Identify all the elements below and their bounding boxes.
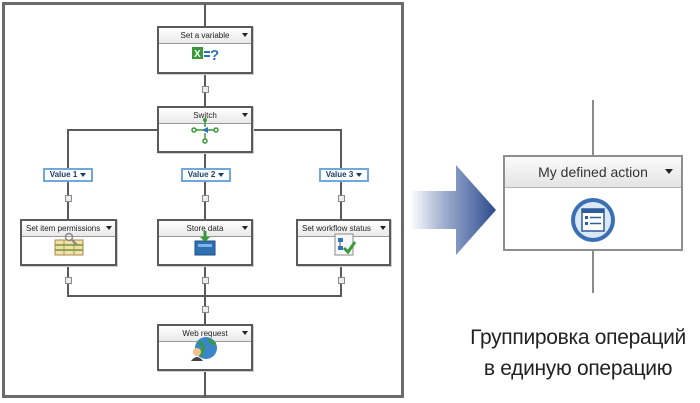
switch-action[interactable]: Switch [157, 106, 253, 153]
caption-line-2: в единую операцию [483, 357, 673, 380]
value-label: Value 1 [49, 170, 78, 179]
connector-node[interactable] [202, 277, 209, 284]
store-data-icon [159, 229, 251, 262]
action-title: My defined action [505, 157, 681, 188]
chevron-down-icon[interactable] [242, 331, 248, 335]
set-item-permissions-action[interactable]: Set item permissions [20, 219, 117, 266]
connector-node[interactable] [338, 195, 345, 202]
right-arrow-icon [410, 165, 496, 255]
svg-text:?: ? [210, 47, 219, 64]
value-3-selector[interactable]: Value 3 [319, 168, 369, 182]
chevron-down-icon[interactable] [242, 113, 248, 117]
caption-line-1: Группировка операций [470, 326, 686, 349]
connector-node[interactable] [65, 195, 72, 202]
my-defined-action-card[interactable]: My defined action [503, 155, 683, 251]
store-data-action[interactable]: Store data [157, 219, 253, 266]
connector-node[interactable] [202, 195, 209, 202]
value-1-selector[interactable]: Value 1 [43, 168, 93, 182]
permissions-icon [22, 231, 115, 262]
chevron-down-icon[interactable] [106, 226, 112, 230]
custom-action-icon [505, 195, 681, 250]
chevron-down-icon [80, 172, 87, 177]
connector-line-bottom [592, 251, 594, 293]
action-title: Set a variable [159, 28, 251, 44]
set-variable-action[interactable]: Set a variable X ? [157, 26, 253, 74]
switch-icon [159, 116, 251, 149]
action-title: Set item permissions [22, 221, 115, 237]
value-2-selector[interactable]: Value 2 [181, 168, 231, 182]
value-label: Value 3 [325, 170, 354, 179]
svg-text:X: X [194, 49, 201, 60]
connector-node[interactable] [202, 86, 209, 93]
chevron-down-icon[interactable] [665, 169, 673, 174]
variable-icon: X ? [159, 43, 251, 70]
connector-line-top [592, 100, 594, 155]
set-workflow-status-action[interactable]: Set workflow status [296, 219, 391, 266]
chevron-down-icon [356, 172, 363, 177]
chevron-down-icon [218, 172, 225, 177]
web-request-icon [159, 334, 251, 367]
chevron-down-icon[interactable] [242, 226, 248, 230]
chevron-down-icon[interactable] [242, 33, 248, 37]
value-label: Value 2 [187, 170, 216, 179]
connector-node[interactable] [65, 277, 72, 284]
connector-node[interactable] [338, 277, 345, 284]
chevron-down-icon[interactable] [380, 226, 386, 230]
workflow-status-icon [298, 231, 389, 262]
web-request-action[interactable]: Web request [157, 324, 253, 371]
connector-node[interactable] [202, 306, 209, 313]
caption: Группировка операций в единую операцию [458, 322, 698, 384]
